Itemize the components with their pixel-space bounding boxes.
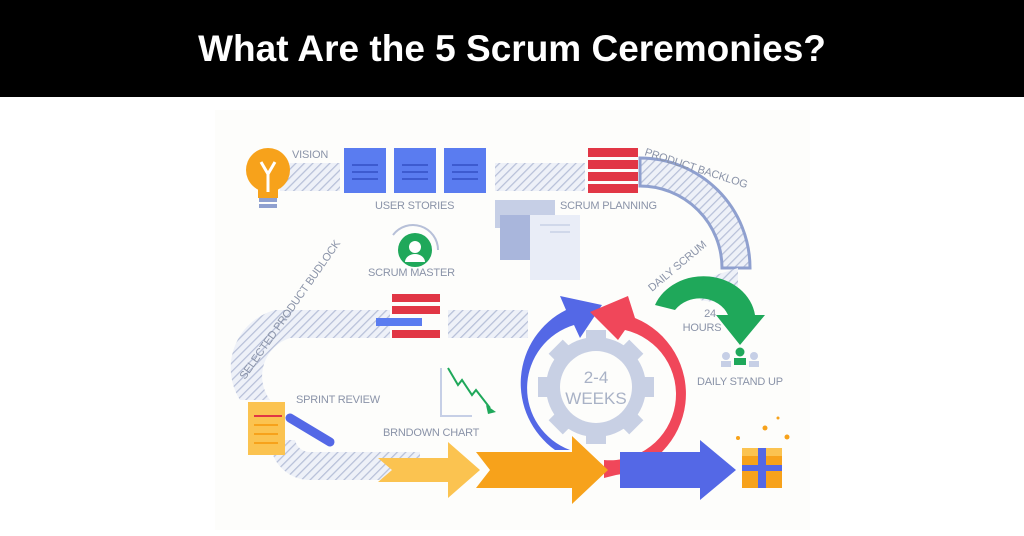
label-user-stories: USER STORIES [375,200,454,212]
product-backlog-icon [588,148,638,193]
cycle-unit: WEEKS [565,389,626,408]
cycle-arrow-blue [520,296,602,450]
hours-number: 24 [704,308,716,320]
user-stories-icon [344,148,486,193]
gift-icon [736,416,790,488]
daily-scrum-arrow [655,276,765,345]
cycle-arrow-red [590,296,686,478]
cycle-range: 2-4 [584,368,609,387]
label-burndown-chart: BRNDOWN CHART [383,427,480,439]
page-title: What Are the 5 Scrum Ceremonies? [198,27,826,69]
gear-icon [538,330,654,444]
lightbulb-icon [246,148,290,208]
label-vision: VISION [292,149,328,161]
title-banner: What Are the 5 Scrum Ceremonies? [0,0,1024,97]
team-icon [721,347,759,367]
label-scrum-planning: SCRUM PLANNING [560,200,657,212]
label-scrum-master: SCRUM MASTER [368,267,455,279]
scrum-planning-icon [495,200,580,280]
selected-backlog-icon [376,294,440,338]
sprint-review-icon [248,402,335,455]
hours-label: HOURS [683,322,722,334]
progress-arrows [378,436,736,504]
label-daily-stand-up: DAILY STAND UP [697,376,783,388]
scrum-master-icon [392,224,439,267]
label-sprint-review: SPRINT REVIEW [296,394,381,406]
burndown-chart-icon [440,367,496,417]
